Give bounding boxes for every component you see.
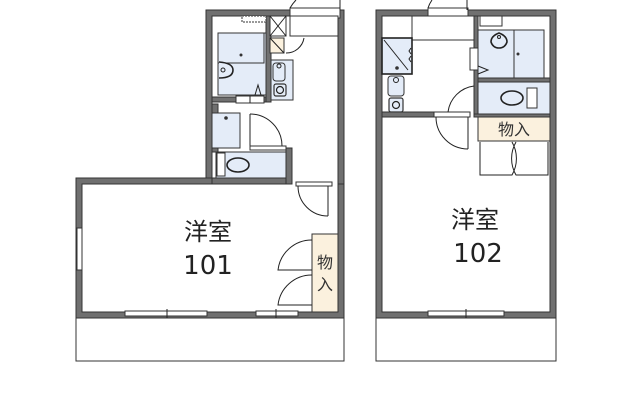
stove-102	[388, 97, 404, 113]
storage-door-swing-bottom-101	[277, 274, 313, 306]
door-swing-102-wc	[447, 85, 475, 113]
bath-door-102[interactable]	[469, 47, 479, 71]
entry-step-101	[289, 15, 339, 37]
room-number-102: 102	[453, 239, 503, 269]
wall-101-main	[75, 177, 345, 319]
storage-door-swing-right-102	[511, 141, 549, 176]
stove-101	[273, 83, 287, 97]
wc-door-101[interactable]	[249, 145, 287, 151]
entry-step-102	[381, 15, 413, 39]
unit-102: 物入 洋室 102	[375, 0, 557, 362]
storage-label-102: 物入	[498, 120, 530, 139]
room-door-102[interactable]	[433, 111, 471, 118]
storage-door-swing-left-102	[479, 141, 517, 176]
balcony-101	[75, 317, 345, 362]
door-swing-101-wc	[249, 113, 283, 147]
door-swing-102	[427, 0, 433, 9]
room-type-102: 洋室	[451, 206, 499, 234]
storage-label-101-1: 物	[317, 253, 333, 272]
wall-101-internal	[211, 177, 293, 185]
storage-102	[477, 116, 551, 142]
toilet-101	[226, 157, 250, 173]
storage-101	[311, 233, 339, 313]
window-101-left	[76, 227, 83, 271]
washbasin-101	[218, 61, 234, 79]
balcony-102	[375, 317, 557, 362]
storage-label-101-2: 入	[317, 275, 333, 294]
vent-101	[241, 15, 267, 23]
unit-101: 物 入 洋室 101	[75, 0, 345, 362]
room-type-101: 洋室	[184, 218, 232, 246]
wall-102-bath-bottom	[477, 77, 551, 83]
entry-hall-102	[411, 15, 475, 41]
room-door-101[interactable]	[295, 181, 333, 187]
kitchen-sink-102	[387, 75, 405, 97]
wall-102-kitchen-bottom	[381, 111, 435, 118]
door-swing-101-room	[297, 185, 329, 217]
door-swing-101	[289, 0, 297, 9]
washbasin-102	[490, 32, 508, 49]
vent-102	[479, 15, 503, 27]
room-number-101: 101	[183, 251, 233, 281]
storage-door-swing-top-101	[277, 239, 313, 271]
toilet-102	[500, 90, 524, 106]
window-101-bottom-1	[124, 310, 208, 317]
window-101-bottom-2	[255, 310, 299, 317]
wall-101-toilet-side	[285, 147, 293, 185]
toilet-tank-102	[526, 87, 538, 109]
faucet-101	[254, 83, 262, 96]
kitchen-sink-101	[272, 62, 286, 82]
toilet-tank-101	[216, 152, 226, 177]
door-swing-102-room	[435, 116, 469, 150]
